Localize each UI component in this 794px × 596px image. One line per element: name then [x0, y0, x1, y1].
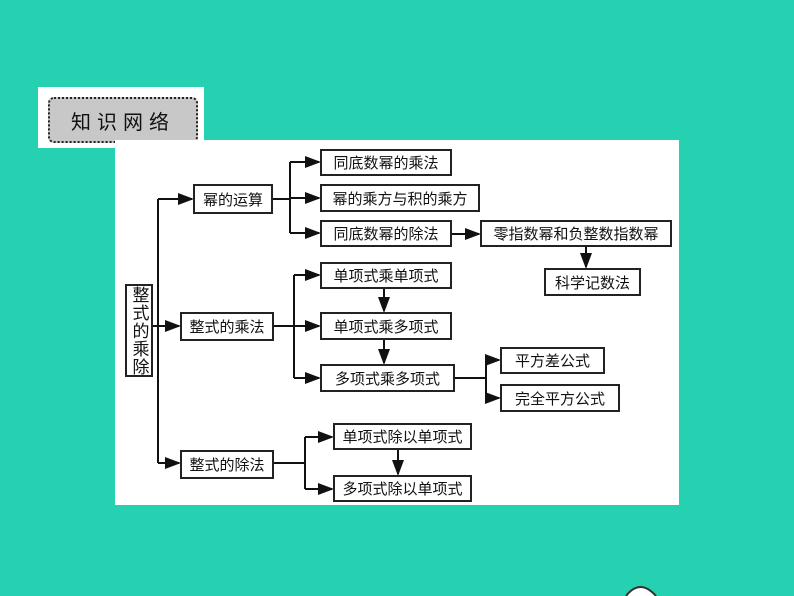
node-power-ops: 幂的运算	[193, 184, 273, 214]
node-poly-div-mono: 多项式除以单项式	[333, 475, 472, 502]
node-zero-negative-exp: 零指数幂和负整数指数幂	[480, 220, 672, 247]
node-multiplication: 整式的乘法	[180, 312, 274, 341]
node-poly-poly: 多项式乘多项式	[320, 364, 455, 392]
node-power-of-power: 幂的乘方与积的乘方	[320, 184, 480, 212]
root-node: 整式的乘除	[125, 284, 153, 377]
node-perfect-square: 完全平方公式	[500, 384, 620, 412]
node-division: 整式的除法	[180, 450, 274, 479]
node-same-base-mult: 同底数幂的乘法	[320, 149, 452, 176]
decor-icon	[625, 586, 657, 596]
node-difference-of-squares: 平方差公式	[500, 347, 605, 374]
node-same-base-div: 同底数幂的除法	[320, 220, 452, 247]
section-title: 知识网络	[48, 97, 198, 143]
node-mono-poly: 单项式乘多项式	[320, 312, 452, 340]
node-mono-mono: 单项式乘单项式	[320, 262, 452, 289]
node-mono-div-mono: 单项式除以单项式	[333, 423, 472, 450]
section-badge: 知识网络	[38, 87, 204, 148]
node-scientific-notation: 科学记数法	[544, 268, 641, 296]
